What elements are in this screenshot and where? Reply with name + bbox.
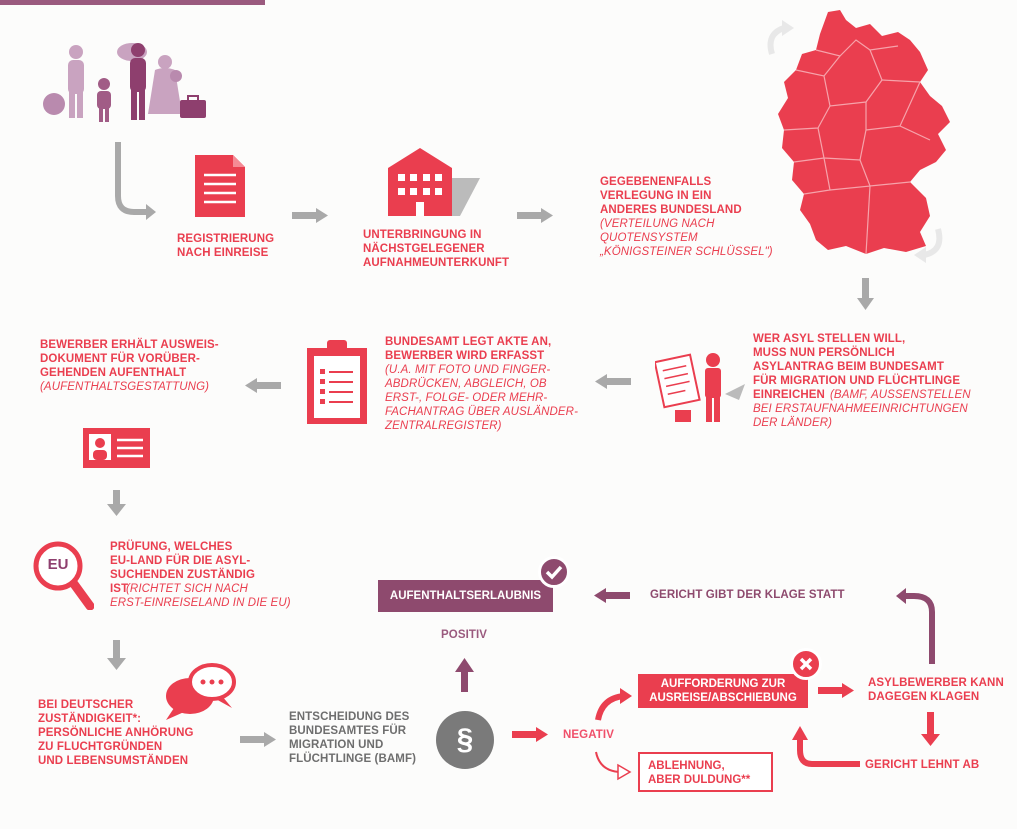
step-transfer-note: (VERTEILUNG NACH QUOTENSYSTEM „KÖNIGSTEI…	[600, 218, 773, 258]
step-transfer-title: GEGEBENENFALLS VERLEGUNG IN EIN ANDERES …	[600, 176, 742, 216]
paragraph-icon	[436, 711, 494, 769]
arrow-up	[455, 658, 474, 692]
step-eu-title: PRÜFUNG, WELCHES EU-LAND FÜR DIE ASYL- S…	[110, 541, 256, 595]
arrow-family-to-registration	[115, 142, 146, 215]
step-file-note: (U.A. MIT FOTO UND FINGER- ABDRÜCKEN, AB…	[385, 364, 579, 432]
step-hearing: BEI DEUTSCHER ZUSTÄNDIGKEIT*: PERSÖNLICH…	[38, 699, 194, 767]
arrow-court-rejects-back	[797, 738, 860, 767]
eu-label: EU	[47, 556, 69, 573]
check-badge-icon	[538, 556, 570, 588]
step-decision: ENTSCHEIDUNG DES BUNDESAMTES FÜR MIGRATI…	[289, 711, 416, 765]
arrow-left	[245, 378, 281, 393]
reject-badge-icon	[790, 648, 822, 680]
id-card-icon	[83, 428, 150, 468]
step-court-rejects: GERICHT LEHNT AB	[865, 759, 980, 771]
deportation-box: AUFFORDERUNG ZUR AUSREISE/ABSCHIEBUNG	[638, 674, 808, 708]
arrow-right	[292, 208, 328, 223]
step-accommodation: UNTERBRINGUNG IN NÄCHSTGELEGENER AUFNAHM…	[363, 229, 510, 269]
family-icon	[40, 40, 215, 125]
clipboard-icon	[307, 340, 367, 424]
arrow-head	[896, 588, 906, 604]
applicant-icon	[655, 350, 745, 425]
arrow-right	[512, 727, 548, 742]
arrow-head	[792, 726, 808, 740]
step-eu-note: ERST-EINREISELAND IN DIE EU)	[110, 597, 291, 609]
rotate-arrow-icon	[912, 225, 948, 265]
arrow-down	[107, 490, 126, 516]
arrow-left	[595, 374, 631, 389]
arrow-left	[594, 588, 630, 603]
step-id-note: (AUFENTHALTSGESTATTUNG)	[40, 381, 210, 393]
step-id-title: BEWERBER ERHÄLT AUSWEIS- DOKUMENT FÜR VO…	[40, 339, 219, 379]
speech-bubbles-icon	[162, 660, 237, 720]
rotate-arrow-icon	[762, 18, 796, 58]
arrow-right	[517, 208, 553, 223]
step-apply-note: BEI ERSTAUFNAHMEEINRICHTUNGEN DER LÄNDER…	[753, 403, 968, 429]
step-court-grants: GERICHT GIBT DER KLAGE STATT	[650, 589, 845, 601]
outcome-negative: NEGATIV	[563, 729, 614, 741]
step-appeal: ASYLBEWERBER KANN DAGEGEN KLAGEN	[868, 677, 1004, 703]
step-apply-title: WER ASYL STELLEN WILL, MUSS NUN PERSÖNLI…	[753, 333, 961, 401]
step-registration: REGISTRIERUNG NACH EINREISE	[177, 233, 275, 259]
residence-permit-box: AUFENTHALTSERLAUBNIS	[378, 580, 553, 612]
arrow-right	[240, 732, 276, 747]
header-bar	[0, 0, 265, 5]
arrow-head	[620, 688, 632, 704]
paragraph-symbol: §	[456, 723, 474, 756]
step-file-title: BUNDESAMT LEGT AKTE AN, BEWERBER WIRD ER…	[385, 336, 552, 362]
arrow-appeal-to-court-grants	[906, 593, 935, 664]
arrow-down	[921, 712, 940, 746]
arrow-down	[107, 640, 126, 670]
arrow-down	[857, 278, 874, 310]
step-apply-note-inline: (BAMF, AUSSENSTELLEN	[830, 389, 971, 401]
document-icon	[195, 155, 245, 217]
eu-magnifier-icon: EU	[32, 540, 94, 610]
arrow-head	[146, 204, 156, 220]
arrow-head	[617, 763, 632, 781]
rejection-box: ABLEHNUNG, ABER DULDUNG**	[638, 752, 773, 792]
germany-map-icon	[770, 10, 955, 265]
building-icon	[388, 148, 480, 216]
outcome-positive: POSITIV	[441, 629, 488, 641]
arrow-right	[818, 683, 854, 698]
step-eu-note-inline: (RICHTET SICH NACH	[126, 583, 248, 595]
